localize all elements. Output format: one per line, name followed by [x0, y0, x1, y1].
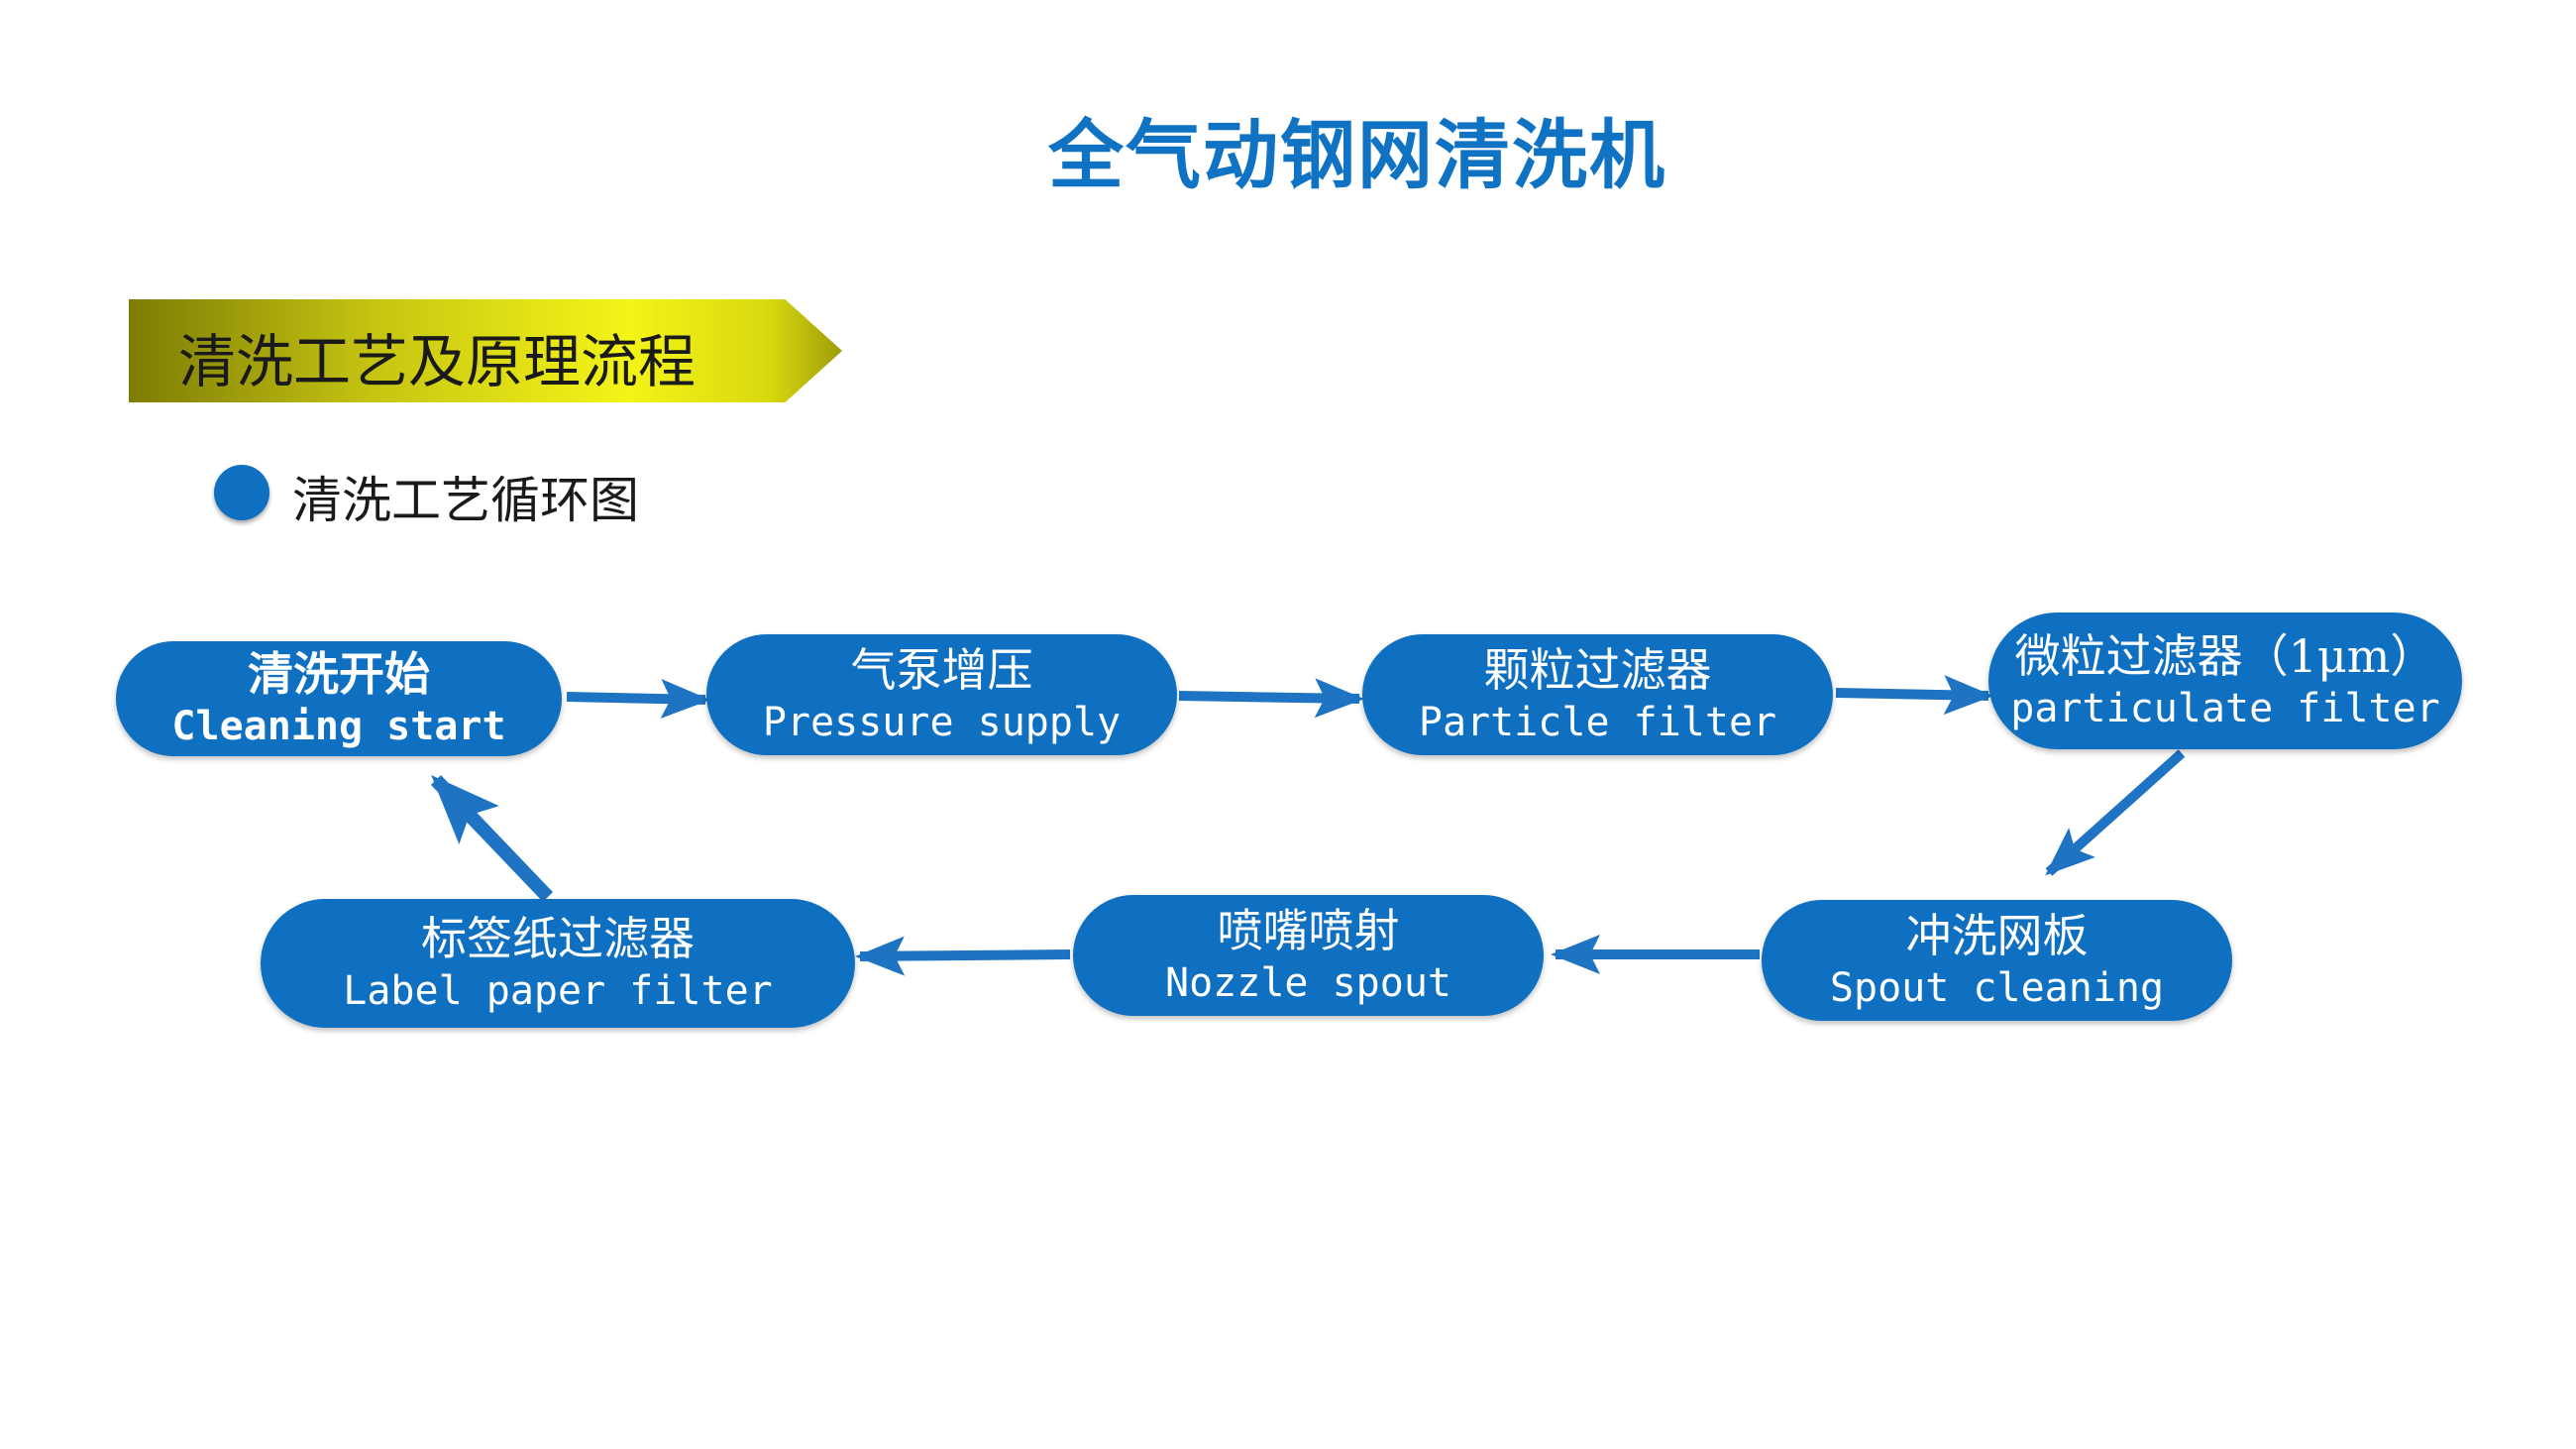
node-particulate-filter: 微粒过滤器（1μm） particulate filter — [1988, 613, 2462, 749]
arrow-pressure-to-particle — [1178, 678, 1364, 719]
node-cn-label: 气泵增压 — [850, 643, 1033, 697]
node-label-paper-filter: 标签纸过滤器 Label paper filter — [261, 899, 855, 1028]
node-cn-label: 冲洗网板 — [1905, 909, 2089, 962]
arrow-micro-to-spout — [2045, 749, 2186, 876]
node-pressure-supply: 气泵增压 Pressure supply — [706, 634, 1177, 755]
node-en-label: Spout cleaning — [1829, 965, 2165, 1011]
section-banner-label: 清洗工艺及原理流程 — [178, 328, 697, 395]
node-cn-label: 颗粒过滤器 — [1483, 643, 1712, 697]
node-cn-label: 标签纸过滤器 — [421, 912, 695, 965]
node-en-label: Nozzle spout — [1165, 960, 1451, 1006]
node-particle-filter: 颗粒过滤器 Particle filter — [1362, 634, 1833, 755]
arrow-nozzle-to-label — [855, 936, 1071, 976]
arrow-start-to-pressure — [566, 679, 710, 720]
node-en-label: Label paper filter — [343, 968, 773, 1014]
arrow-particle-to-micro — [1835, 675, 1993, 716]
bullet-dot-icon — [214, 465, 269, 520]
bullet-label: 清洗工艺循环图 — [292, 472, 639, 529]
node-cleaning-start: 清洗开始 Cleaning start — [116, 641, 562, 756]
section-banner: 清洗工艺及原理流程 — [129, 299, 842, 402]
node-spout-cleaning: 冲洗网板 Spout cleaning — [1762, 900, 2232, 1021]
node-nozzle-spout: 喷嘴喷射 Nozzle spout — [1073, 895, 1544, 1016]
arrow-label-to-start — [430, 774, 554, 902]
node-cn-label: 喷嘴喷射 — [1217, 904, 1400, 957]
node-cn-label: 微粒过滤器（1μm） — [2014, 629, 2436, 683]
page-title: 全气动钢网清洗机 — [1048, 111, 1666, 199]
node-en-label: Pressure supply — [762, 700, 1122, 745]
node-en-label: Particle filter — [1418, 700, 1777, 745]
node-cn-label: 清洗开始 — [248, 647, 430, 701]
node-en-label: Cleaning start — [171, 704, 506, 749]
node-en-label: particulate filter — [2010, 686, 2440, 731]
